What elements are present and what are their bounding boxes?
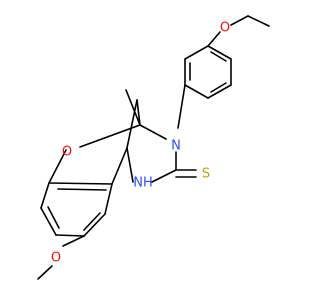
atom-labels: O N O S NH O [51, 21, 230, 266]
atom-o-methoxy: O [51, 251, 61, 266]
atom-o-ring: O [62, 145, 72, 160]
bond-benzo-6 [48, 182, 113, 185]
bond-bridge-ch [126, 99, 138, 149]
bond-ch2-bridge [136, 99, 141, 126]
bond-cs-nh [151, 169, 177, 183]
bond-phenyl-inner-2 [210, 82, 227, 93]
bond-phenyl-4 [184, 84, 209, 99]
bond-nh-ch [126, 147, 134, 183]
bond-benzo-o [48, 149, 67, 184]
bond-cq-o [79, 124, 141, 148]
bond-ethyl-ch2-o [230, 15, 249, 26]
bond-cq-methyl [125, 89, 141, 126]
bond-methoxy-ch3 [37, 265, 53, 280]
bond-ch-aryl [111, 147, 128, 185]
bond-benzo-inner-2 [83, 212, 101, 231]
bond-phenyl-inner-1 [210, 51, 227, 62]
bond-benzo-inner-1 [47, 206, 60, 229]
bond-benzo-4 [83, 213, 106, 237]
bond-phenyl-6 [184, 45, 209, 60]
bond-benzo-5 [104, 183, 113, 215]
bond-ethyl-ch3-ch2 [247, 15, 270, 27]
atom-s-thione: S [202, 167, 210, 182]
bond-phenyl-3 [207, 84, 232, 99]
bond-benzo-inner-3 [57, 188, 107, 191]
bond-benzo-2 [40, 207, 57, 236]
bond-o-aryl [207, 31, 221, 47]
atom-o-ethoxy: O [220, 21, 230, 36]
atom-nh: NH [133, 176, 153, 191]
bond-aryl-n [177, 84, 186, 129]
bond-phenyl-1 [207, 45, 232, 60]
bond-cq-n [139, 124, 167, 140]
molecule-structure: O N O S NH O [37, 15, 270, 280]
bond-benzo-3 [55, 234, 85, 237]
atom-n-aryl: N [171, 139, 181, 154]
bonds [37, 15, 270, 280]
bond-benzo-1 [40, 182, 50, 209]
bond-aryl-methoxy-o [62, 235, 85, 247]
